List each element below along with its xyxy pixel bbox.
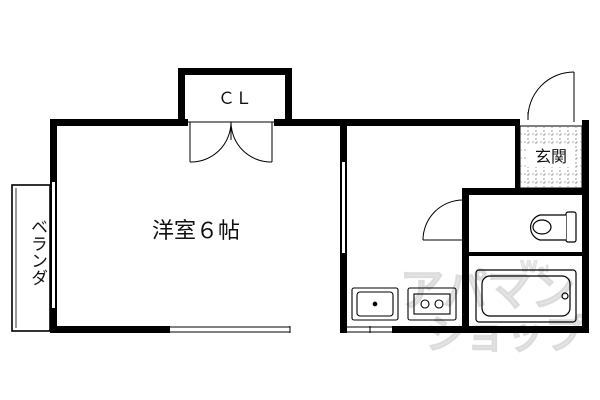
watermark-line1: アパマン — [400, 265, 575, 316]
wall-entrance-left — [515, 119, 520, 191]
windows — [50, 160, 392, 333]
wall-bath-mid — [469, 252, 582, 256]
stove — [407, 287, 457, 321]
entrance-label: 玄関 — [535, 147, 567, 166]
kitchen-counter — [351, 287, 457, 321]
closet-doors — [188, 119, 274, 163]
watermark: アパマン ショップ Wₑₗ — [399, 257, 585, 359]
veranda-label: ベランダ — [27, 218, 47, 286]
wall-top-mid — [274, 119, 520, 126]
closet: ＣＬ — [178, 68, 292, 122]
wall-bath-left — [462, 188, 469, 333]
wall-bath-right — [582, 120, 589, 333]
wall-bath-bottom — [462, 326, 589, 333]
entrance-door — [527, 71, 575, 122]
western-room-label: 洋室６帖 — [152, 219, 240, 244]
bathroom-door — [422, 199, 464, 241]
wall-bottom-right — [392, 326, 462, 333]
wall-top-left — [50, 119, 188, 126]
closet-inner — [185, 75, 285, 120]
watermark-superscript: Wₑₗ — [520, 257, 549, 276]
wall-bath-top — [462, 188, 589, 195]
veranda: ベランダ — [11, 184, 51, 332]
closet-label: ＣＬ — [218, 89, 252, 109]
watermark-line2: ショップ — [425, 312, 585, 358]
wall-bottom-left — [50, 326, 170, 333]
bathtub — [475, 269, 577, 323]
toilet — [529, 211, 577, 243]
entrance: 玄関 — [519, 125, 583, 189]
sink — [351, 287, 399, 321]
